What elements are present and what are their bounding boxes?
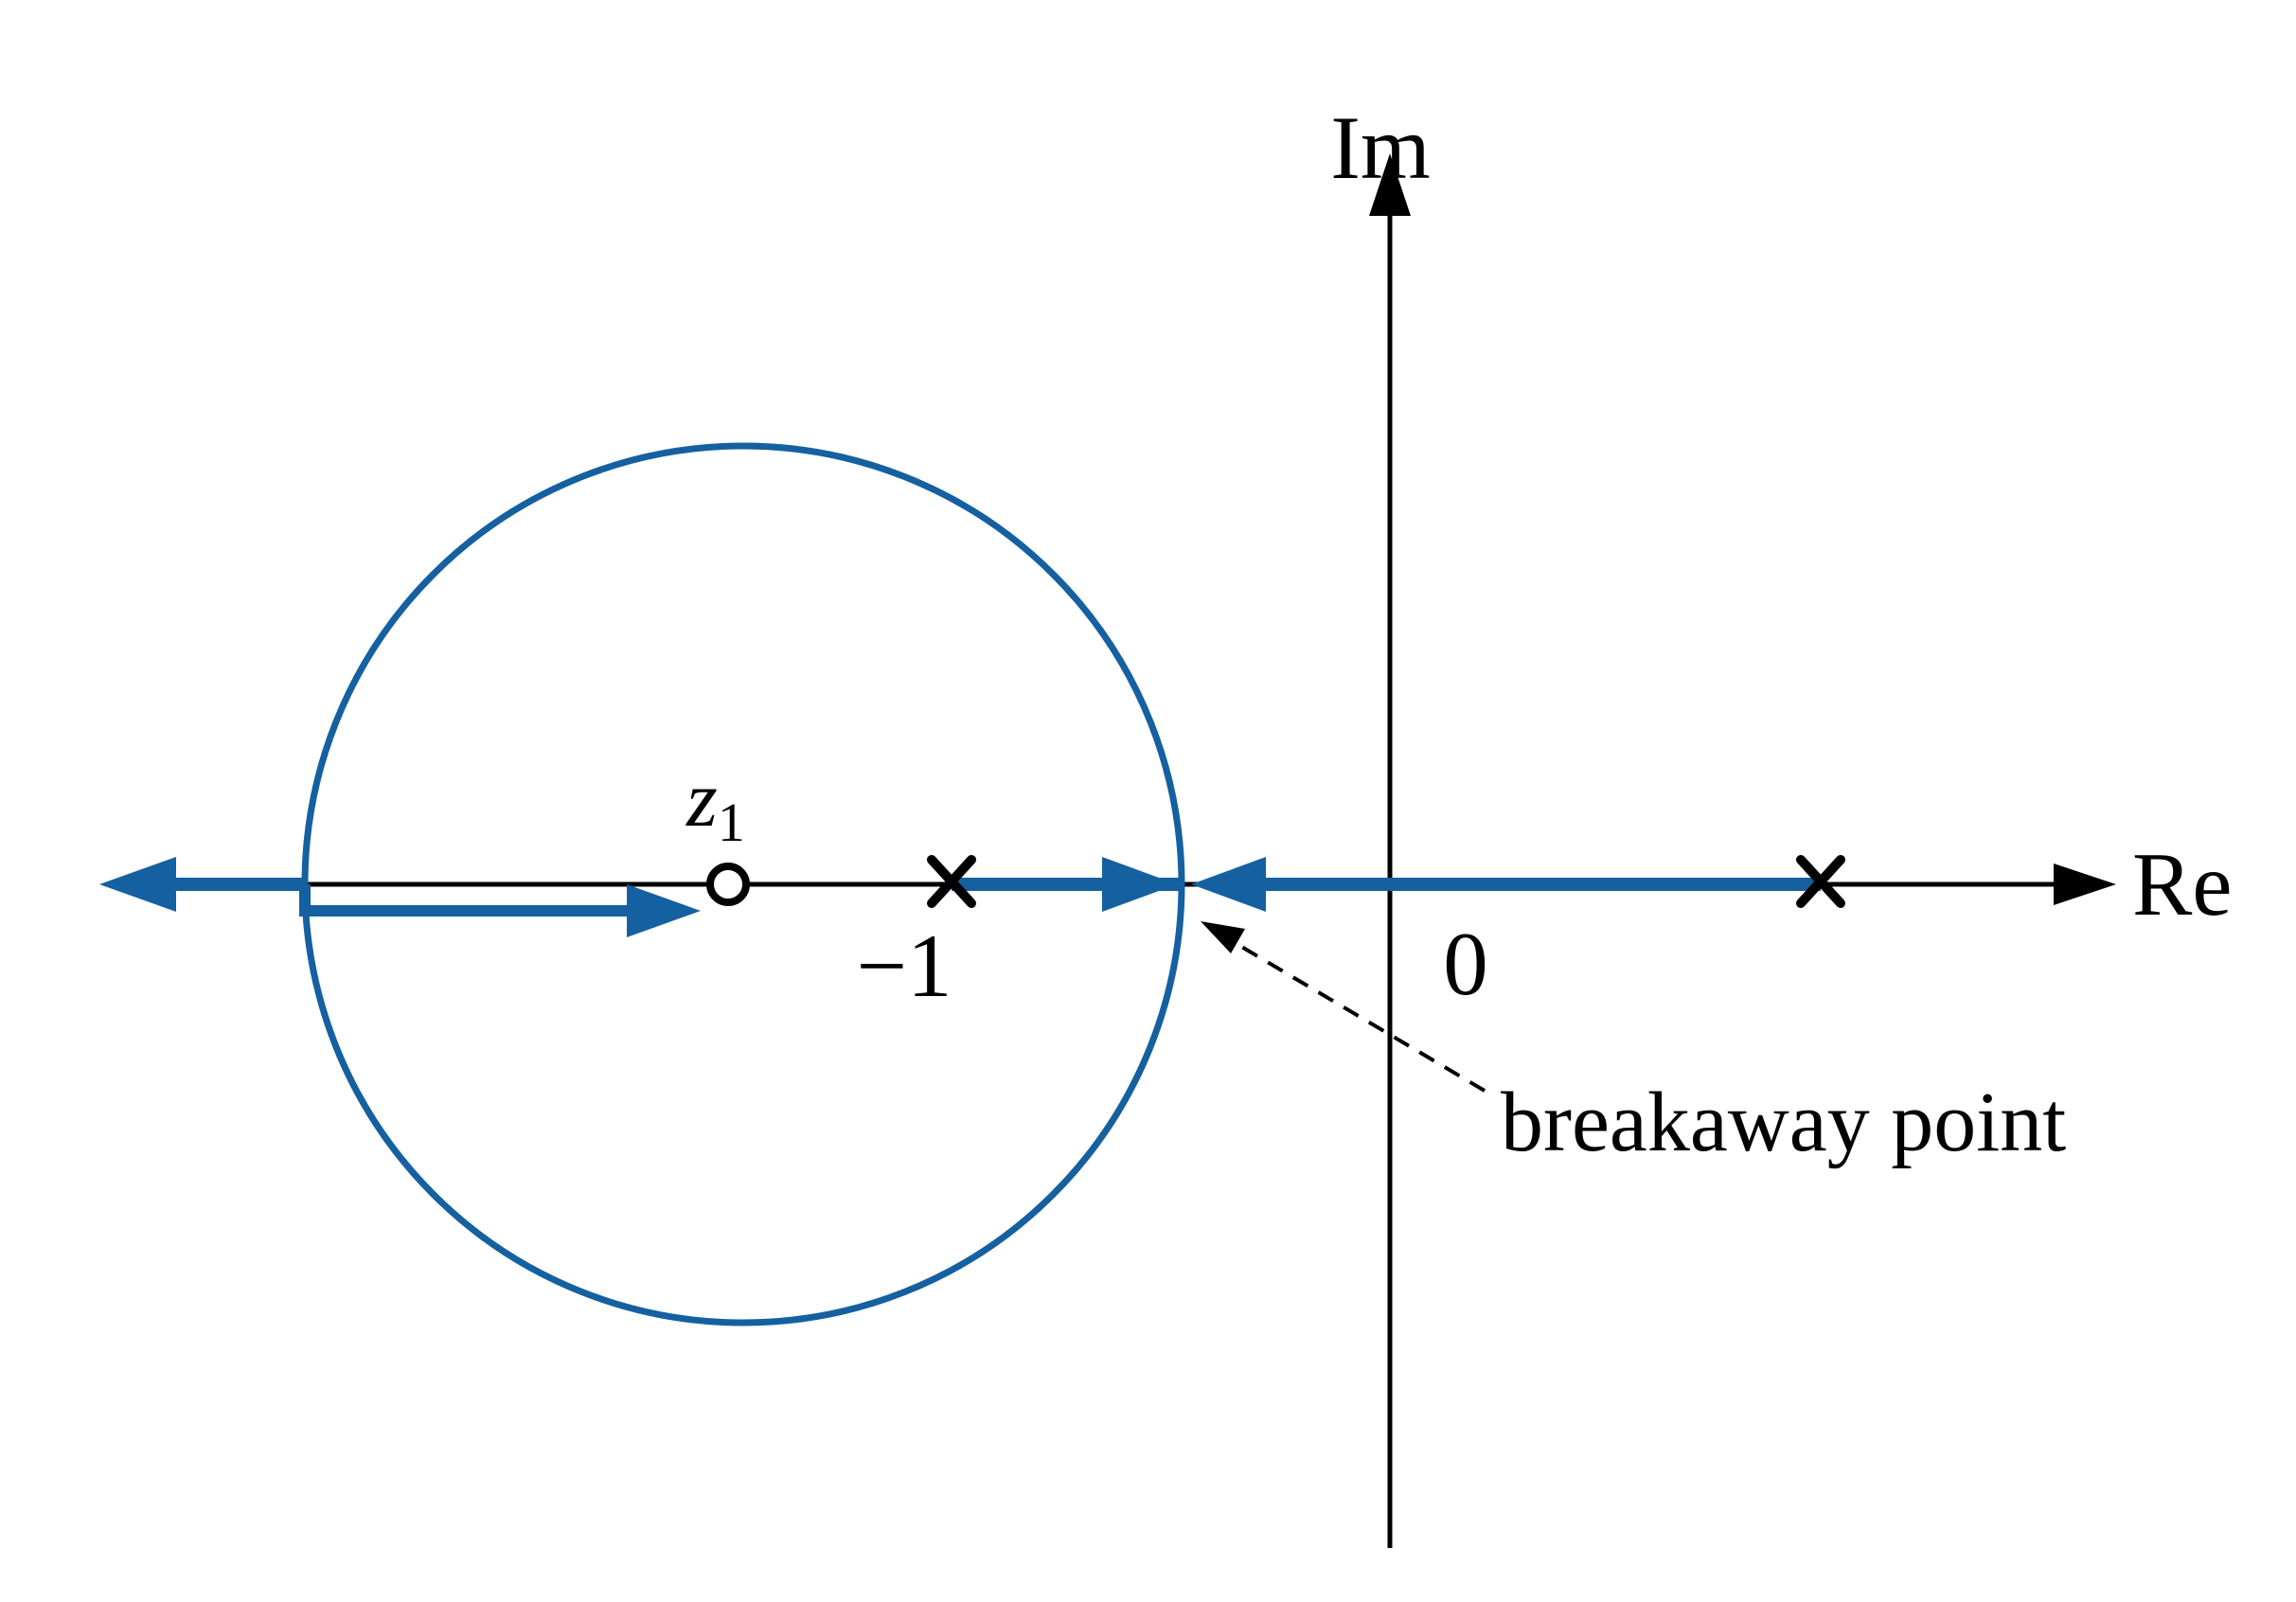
pole-marker-right-icon <box>1796 855 1845 908</box>
root-locus <box>99 442 1821 1326</box>
re-axis-label: Re <box>2132 834 2233 934</box>
breakaway-arrowhead-icon <box>1201 921 1245 953</box>
labels: Im Re 0 −1 z1 breakaway point <box>685 98 2232 1169</box>
breakaway-point-label: breakaway point <box>1501 1076 2066 1169</box>
breakaway-arrow-line <box>1232 940 1486 1093</box>
axes <box>298 153 2116 1548</box>
breakaway-annotation-arrow <box>1201 921 1486 1093</box>
locus-branch-breakin-to-zero <box>299 884 629 917</box>
locus-arrow-to-zero-icon <box>627 884 701 937</box>
im-axis-arrowhead-icon <box>1369 153 1411 216</box>
pole-left-label: −1 <box>856 916 952 1016</box>
zero-marker-icon <box>706 863 750 906</box>
re-axis-arrowhead-icon <box>2054 863 2116 905</box>
zero-label-subscript: 1 <box>718 792 745 853</box>
zero-label-main: z <box>685 756 718 844</box>
locus-arrow-right-icon <box>1102 857 1177 912</box>
im-axis-label: Im <box>1330 98 1431 198</box>
zero-label: z1 <box>685 756 745 853</box>
origin-label: 0 <box>1443 914 1488 1014</box>
locus-arrow-left2-icon <box>1191 857 1266 912</box>
pole-marker-left-icon <box>927 855 976 908</box>
pole-zero-markers <box>706 855 1845 908</box>
locus-arrow-left-icon <box>99 857 176 912</box>
